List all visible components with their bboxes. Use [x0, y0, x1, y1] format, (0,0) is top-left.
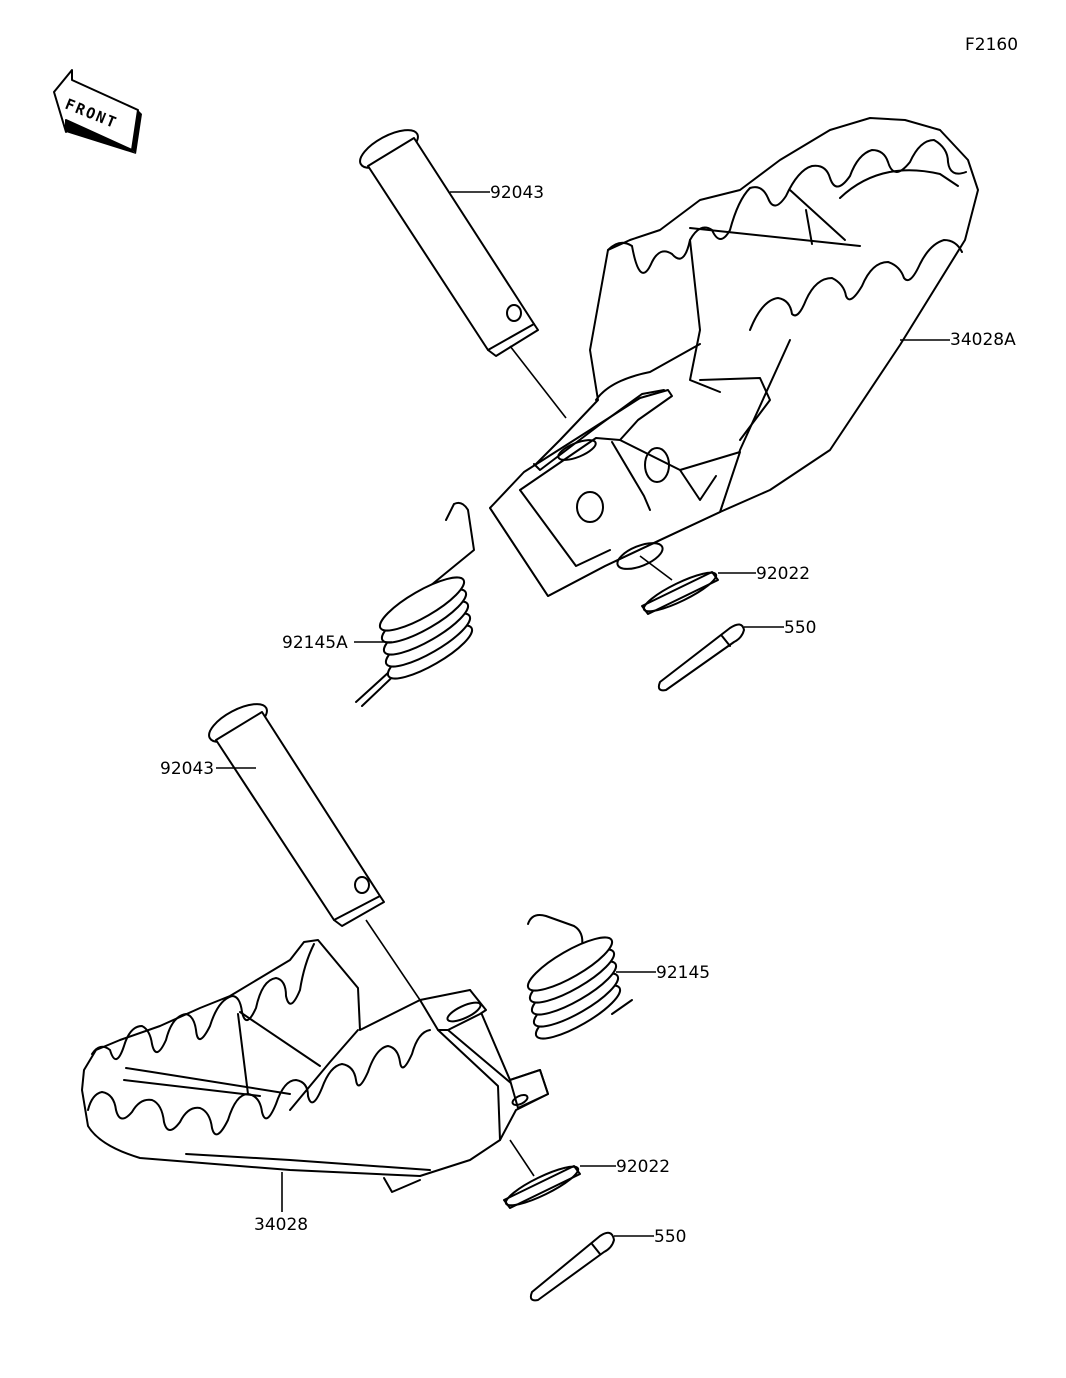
footpeg-upper — [489, 117, 979, 597]
label-pin-upper: 92043 — [490, 183, 544, 203]
label-spring-lower: 92145 — [656, 963, 710, 983]
footpeg-lower — [81, 939, 549, 1193]
front-arrow-icon: FRONT — [53, 69, 142, 154]
cotter-pin-upper — [657, 623, 745, 692]
clevis-pin-upper — [359, 129, 567, 419]
cotter-pin-lower — [529, 1231, 615, 1302]
spring-lower — [526, 914, 633, 1040]
label-spring-upper: 92145A — [282, 633, 348, 653]
label-footpeg-upper: 34028A — [950, 330, 1016, 350]
label-pin-lower: 92043 — [160, 759, 214, 779]
washer-lower — [503, 1165, 581, 1209]
label-washer-lower: 92022 — [616, 1157, 670, 1177]
clevis-pin-lower — [208, 703, 421, 1001]
washer-upper — [641, 571, 719, 615]
label-cotter-upper: 550 — [784, 618, 816, 638]
spring-upper — [355, 501, 475, 707]
label-cotter-lower: 550 — [654, 1227, 686, 1247]
label-washer-upper: 92022 — [756, 564, 810, 584]
figure-code: F2160 — [965, 35, 1018, 55]
label-footpeg-lower: 34028 — [254, 1215, 308, 1235]
